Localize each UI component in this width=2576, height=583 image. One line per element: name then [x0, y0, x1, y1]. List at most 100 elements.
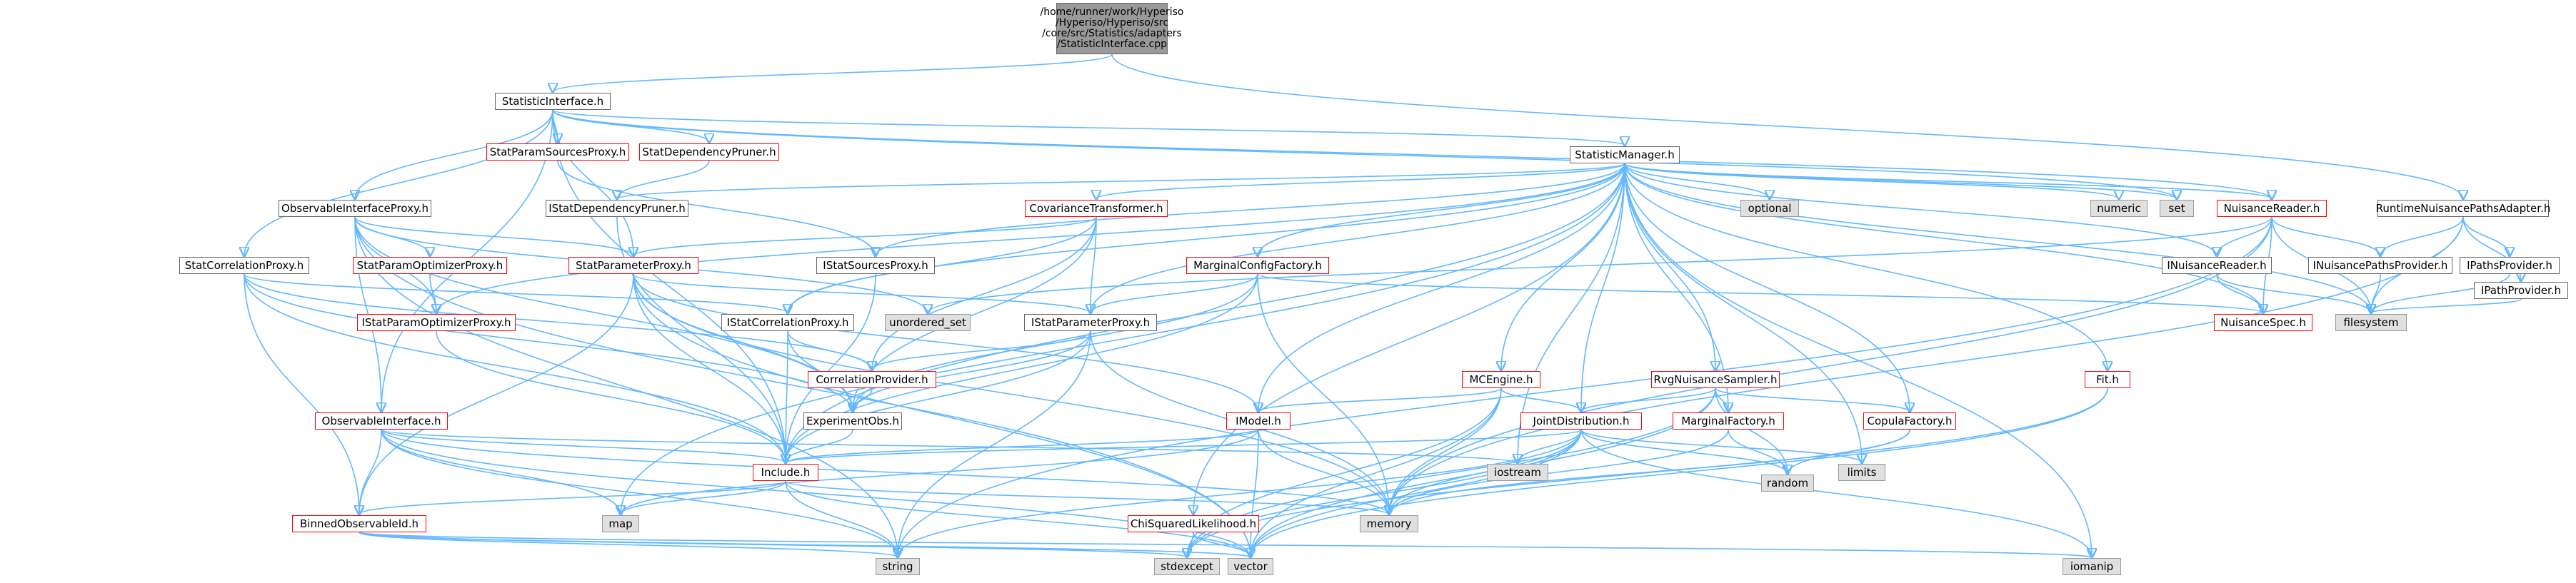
edge-mcengine_h-to-jointdistribution_h — [1500, 387, 1581, 412]
edge-nuisancereader_h-to-inuisancepathsprovider_h — [2271, 216, 2380, 256]
node-statisticmanager-h[interactable]: StatisticManager.h — [1570, 146, 1680, 163]
node-observableinterfaceproxy-h[interactable]: ObservableInterfaceProxy.h — [279, 200, 431, 217]
edge-binnedobservableid_h-to-iomanip — [359, 532, 2092, 557]
edge-statparameterproxy_h-to-imodel_h — [633, 273, 1258, 412]
edge-istatparameterproxy_h-to-correlationprovider_h — [872, 330, 1091, 370]
node-istatparamoptimizerproxy-h[interactable]: IStatParamOptimizerProxy.h — [357, 314, 516, 331]
node-istatparameterproxy-h[interactable]: IStatParameterProxy.h — [1024, 314, 1157, 331]
edge-nuisancereader_h-to-inuisancereader_h — [2217, 216, 2272, 256]
edge-jointdistribution_h-to-stdexcept — [1187, 429, 1582, 557]
node-vector[interactable]: vector — [1228, 558, 1273, 575]
node-ipathprovider-h[interactable]: IPathProvider.h — [2474, 282, 2568, 299]
node-experimentobs-h[interactable]: ExperimentObs.h — [803, 412, 902, 430]
node-covariancetransformer-h[interactable]: CovarianceTransformer.h — [1025, 200, 1168, 217]
node-rvgnuisancesampler-h[interactable]: RvgNuisanceSampler.h — [1651, 371, 1780, 388]
node-istatdependencypruner-h[interactable]: IStatDependencyPruner.h — [546, 200, 688, 217]
node-binnedobservableid-h[interactable]: BinnedObservableId.h — [292, 515, 426, 532]
node-mcengine-h[interactable]: MCEngine.h — [1462, 371, 1540, 388]
edge-statisticmanager_h-to-iomanip — [1624, 163, 2092, 557]
node-random[interactable]: random — [1761, 475, 1814, 492]
node-istatsourcesproxy-h[interactable]: IStatSourcesProxy.h — [816, 257, 935, 274]
edge-statparameterproxy_h-to-include_h — [633, 273, 786, 463]
node-ipathsprovider-h[interactable]: IPathsProvider.h — [2460, 257, 2560, 274]
node-copulafactory-h[interactable]: CopulaFactory.h — [1863, 412, 1956, 430]
edge-statisticmanager_h-to-filesystem — [1624, 163, 2371, 313]
edge-covariancetransformer_h-to-statparameterproxy_h — [633, 216, 1097, 256]
edge-statparameterproxy_h-to-binnedobservableid_h — [359, 273, 634, 514]
node-nuisancespec-h[interactable]: NuisanceSpec.h — [2214, 314, 2312, 331]
node-include-h[interactable]: Include.h — [753, 464, 818, 481]
edge-fit_h-to-vector — [1251, 387, 2108, 557]
edge-statisticmanager_h-to-marginalfactory_h — [1624, 163, 1728, 412]
node-set[interactable]: set — [2160, 200, 2194, 217]
edge-rvgnuisancesampler_h-to-jointdistribution_h — [1581, 387, 1716, 412]
edge-statcorrelationproxy_h-to-include_h — [244, 273, 786, 463]
node-fit-h[interactable]: Fit.h — [2085, 371, 2130, 388]
edge-include_h-to-binnedobservableid_h — [359, 480, 786, 514]
edge-statisticinterface_h-to-statcorrelationproxy_h — [244, 109, 553, 256]
edge-statparamsourcesproxy_h-to-istatsourcesproxy_h — [557, 160, 876, 256]
node-iomanip[interactable]: iomanip — [2063, 558, 2121, 575]
edge-jointdistribution_h-to-vector — [1251, 429, 1582, 557]
edge-jointdistribution_h-to-iostream — [1518, 429, 1582, 463]
edge-ipathsprovider_h-to-filesystem — [2371, 273, 2510, 313]
node-imodel-h[interactable]: IModel.h — [1226, 412, 1290, 430]
node-numeric[interactable]: numeric — [2090, 200, 2147, 217]
edge-istatparamoptimizerproxy_h-to-include_h — [436, 330, 786, 463]
edge-marginalconfigfactory_h-to-experimentobs_h — [853, 273, 1258, 412]
edge-include_h-to-string — [785, 480, 898, 557]
node-chisquaredlikelihood-h[interactable]: ChiSquaredLikelihood.h — [1128, 515, 1259, 532]
node-iostream[interactable]: iostream — [1487, 464, 1548, 481]
edge-statisticmanager_h-to-set — [1624, 163, 2177, 199]
node-correlationprovider-h[interactable]: CorrelationProvider.h — [808, 371, 936, 388]
node-string[interactable]: string — [876, 558, 920, 575]
node-limits[interactable]: limits — [1838, 464, 1885, 481]
node-inuisancepathsprovider-h[interactable]: INuisancePathsProvider.h — [2308, 257, 2452, 274]
node-statisticinterface-h[interactable]: StatisticInterface.h — [495, 93, 611, 110]
node-marginalconfigfactory-h[interactable]: MarginalConfigFactory.h — [1186, 257, 1329, 274]
node-statparameterproxy-h[interactable]: StatParameterProxy.h — [568, 257, 698, 274]
edge-nuisancereader_h-to-memory — [1389, 216, 2272, 514]
node-nuisancereader-h[interactable]: NuisanceReader.h — [2217, 200, 2327, 217]
node-filesystem[interactable]: filesystem — [2335, 314, 2407, 331]
edge-jointdistribution_h-to-limits — [1580, 429, 1862, 463]
node-statdependencypruner-h[interactable]: StatDependencyPruner.h — [639, 143, 779, 161]
node-optional[interactable]: optional — [1740, 200, 1799, 217]
edge-statisticinterface_h-to-observableinterfaceproxy_h — [355, 109, 553, 199]
root-line-1: /home/runner/work/Hyperiso — [1040, 6, 1184, 18]
edge-statisticmanager_h-to-jointdistribution_h — [1581, 163, 1625, 412]
node-observableinterface-h[interactable]: ObservableInterface.h — [315, 412, 448, 430]
edge-statisticmanager_h-to-optional — [1624, 163, 1770, 199]
edge-statisticinterface_h-to-nuisancereader_h — [552, 109, 2272, 199]
edge-binnedobservableid_h-to-string — [359, 532, 898, 557]
edge-imodel_h-to-vector — [1251, 429, 1259, 557]
edge-mcengine_h-to-memory — [1389, 387, 1502, 514]
edge-observableinterfaceproxy_h-to-statparameterproxy_h — [354, 216, 633, 256]
node-statparamsourcesproxy-h[interactable]: StatParamSourcesProxy.h — [486, 143, 629, 161]
node-jointdistribution-h[interactable]: JointDistribution.h — [1520, 412, 1642, 430]
node-unordered-set[interactable]: unordered_set — [885, 314, 971, 331]
node-stdexcept[interactable]: stdexcept — [1154, 558, 1220, 575]
edge-istatparameterproxy_h-to-include_h — [786, 330, 1091, 463]
node-inuisancereader-h[interactable]: INuisanceReader.h — [2162, 257, 2272, 274]
edge-statisticmanager_h-to-rvgnuisancesampler_h — [1624, 163, 1715, 370]
edge-observableinterfaceproxy_h-to-string — [354, 216, 898, 557]
edge-observableinterface_h-to-iostream — [381, 429, 1518, 463]
edge-mcengine_h-to-imodel_h — [1258, 387, 1502, 412]
node-statparamoptimizerproxy-h[interactable]: StatParamOptimizerProxy.h — [353, 257, 507, 274]
node-memory[interactable]: memory — [1360, 515, 1418, 532]
edge-statparameterproxy_h-to-vector — [633, 273, 1251, 557]
edge-statisticmanager_h-to-include_h — [786, 163, 1625, 463]
node-map[interactable]: map — [602, 515, 639, 532]
edge-observableinterface_h-to-binnedobservableid_h — [359, 429, 382, 514]
edge-nuisancereader_h-to-unordered_set — [928, 216, 2272, 313]
edge-statisticmanager_h-to-istatparameterproxy_h — [1091, 163, 1625, 313]
node-statcorrelationproxy-h[interactable]: StatCorrelationProxy.h — [179, 257, 309, 274]
edge-statisticmanager_h-to-iostream — [1518, 163, 1625, 463]
node-marginalfactory-h[interactable]: MarginalFactory.h — [1673, 412, 1784, 430]
root-file-node[interactable]: /home/runner/work/Hyperiso /Hyperiso/Hyp… — [1041, 3, 1184, 54]
node-runtimenuisancepathsadapter-h[interactable]: RuntimeNuisancePathsAdapter.h — [2376, 200, 2550, 217]
node-istatcorrelationproxy-h[interactable]: IStatCorrelationProxy.h — [721, 314, 854, 331]
edge-statisticmanager_h-to-chisquaredlikelihood_h — [1193, 163, 1625, 514]
